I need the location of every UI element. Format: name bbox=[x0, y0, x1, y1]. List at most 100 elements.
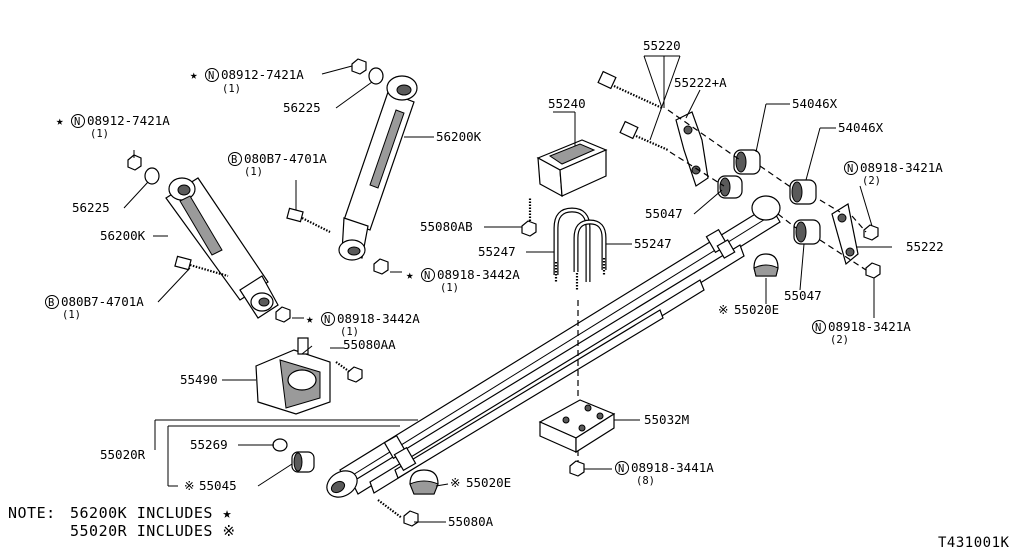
bumper-55020e-right bbox=[753, 253, 779, 277]
label-55490: 55490 bbox=[180, 372, 218, 387]
circled-n-letter: N bbox=[424, 270, 430, 282]
circled-n-icon bbox=[421, 268, 435, 282]
label-080b7-top-qty: (1) bbox=[244, 166, 263, 178]
label-08918-3442-left: 08918-3442A bbox=[337, 311, 420, 326]
label-55220: 55220 bbox=[643, 38, 681, 53]
u-bolt-55247-right bbox=[573, 219, 607, 276]
circled-n-letter: N bbox=[847, 163, 853, 175]
assembly-line-mid bbox=[669, 151, 725, 187]
assembly-line-right4 bbox=[819, 239, 867, 271]
bolt-080b7-left bbox=[174, 255, 229, 278]
label-55222: 55222 bbox=[906, 239, 944, 254]
bushing-55047-right bbox=[793, 219, 821, 245]
circled-n-icon bbox=[812, 320, 826, 334]
label-08918-3421-bottom: 08918-3421A bbox=[828, 319, 911, 334]
label-08918-3421-top: 08918-3421A bbox=[860, 160, 943, 175]
label-08918-3441-qty: (8) bbox=[636, 475, 655, 487]
bolt-55080ab bbox=[521, 198, 537, 237]
label-08912-top-qty: (1) bbox=[222, 83, 241, 95]
note-line-1: 56200K INCLUDES ★ bbox=[70, 504, 232, 522]
assembly-line-right1 bbox=[759, 165, 793, 189]
nut-08912-top bbox=[351, 58, 367, 75]
note-mark: ※ bbox=[450, 475, 460, 490]
label-080b7-left-qty: (1) bbox=[62, 309, 81, 321]
circled-n-letter: N bbox=[208, 70, 214, 82]
nut-08918-3442-top bbox=[373, 258, 389, 275]
nut-08918-3442-left bbox=[275, 306, 291, 323]
label-08918-3421-bottom-qty: (2) bbox=[830, 334, 849, 346]
label-54046x-right: 54046X bbox=[838, 120, 884, 135]
label-56225-left: 56225 bbox=[72, 200, 110, 215]
circled-n-icon bbox=[71, 114, 85, 128]
label-08912-top: 08912-7421A bbox=[221, 67, 304, 82]
circled-n-icon bbox=[321, 312, 335, 326]
bolt-080b7-top bbox=[286, 207, 331, 233]
star-mark: ★ bbox=[56, 113, 64, 128]
label-55080ab: 55080AB bbox=[420, 219, 473, 234]
label-55032m: 55032M bbox=[644, 412, 689, 427]
leader-lines bbox=[123, 55, 892, 523]
spring-seat-55032m bbox=[538, 399, 616, 454]
assembly-line-right2 bbox=[819, 199, 841, 213]
note-mark: ※ bbox=[184, 478, 194, 493]
bump-stop-bracket-55240 bbox=[536, 139, 608, 198]
label-55020e-right: 55020E bbox=[734, 302, 779, 317]
bushing-54046x-right bbox=[789, 179, 817, 205]
bolt-55080a bbox=[377, 499, 419, 527]
label-55080aa: 55080AA bbox=[343, 337, 396, 352]
label-56200k-top: 56200K bbox=[436, 129, 482, 144]
label-08912-left-qty: (1) bbox=[90, 128, 109, 140]
label-56200k-left: 56200K bbox=[100, 228, 146, 243]
circled-b-letter: B bbox=[48, 297, 54, 309]
label-08918-3442-top-qty: (1) bbox=[440, 282, 459, 294]
assembly-line-right5 bbox=[851, 215, 867, 233]
label-55247-left: 55247 bbox=[478, 244, 516, 259]
label-55020e-bottom: 55020E bbox=[466, 475, 511, 490]
label-55080a: 55080A bbox=[448, 514, 494, 529]
label-08918-3421-top-qty: (2) bbox=[862, 175, 881, 187]
label-08918-3441: 08918-3441A bbox=[631, 460, 714, 475]
bushing-54046x-top bbox=[733, 149, 761, 175]
shackle-plate-55222 bbox=[831, 203, 859, 266]
circled-n-letter: N bbox=[618, 463, 624, 475]
label-080b7-top: 080B7-4701A bbox=[244, 151, 327, 166]
circled-n-letter: N bbox=[815, 322, 821, 334]
shock-absorber-left bbox=[165, 177, 279, 319]
nut-08918-3421-bottom bbox=[865, 262, 881, 279]
bushing-55047-left bbox=[717, 175, 743, 199]
label-08918-3442-left-qty: (1) bbox=[340, 326, 359, 338]
nut-08918-3441 bbox=[569, 460, 585, 477]
nut-55269 bbox=[272, 438, 288, 452]
washer-56225-top bbox=[368, 67, 384, 85]
label-54046x-top: 54046X bbox=[792, 96, 838, 111]
assembly-line-right3 bbox=[777, 213, 797, 229]
shock-absorber-top bbox=[338, 75, 418, 261]
label-55222a: 55222+A bbox=[674, 75, 727, 90]
shackle-bolts-55220 bbox=[597, 70, 669, 152]
circled-n-icon bbox=[205, 68, 219, 82]
label-56225-top: 56225 bbox=[283, 100, 321, 115]
assembly-line-upper bbox=[667, 109, 741, 161]
label-55047-left: 55047 bbox=[645, 206, 683, 221]
bushing-55045 bbox=[291, 451, 315, 473]
label-08918-3442-top: 08918-3442A bbox=[437, 267, 520, 282]
shackle-plate-55222a bbox=[675, 111, 709, 187]
note-line-2: 55020R INCLUDES ※ bbox=[70, 522, 236, 540]
circled-n-letter: N bbox=[324, 314, 330, 326]
circled-n-icon bbox=[615, 461, 629, 475]
diagram-code: T431001K bbox=[938, 535, 1010, 551]
star-mark: ★ bbox=[190, 67, 198, 82]
circled-b-icon bbox=[45, 295, 59, 309]
label-55045: 55045 bbox=[199, 478, 237, 493]
star-mark: ★ bbox=[306, 311, 314, 326]
circled-n-letter: N bbox=[74, 116, 80, 128]
washer-56225-left bbox=[144, 167, 160, 185]
bolt-55080aa bbox=[335, 361, 363, 383]
bumper-55020e-bottom bbox=[409, 469, 439, 495]
label-55240: 55240 bbox=[548, 96, 586, 111]
nut-08918-3421-top bbox=[863, 224, 879, 241]
circled-n-icon bbox=[844, 161, 858, 175]
leaf-spring-55020r bbox=[326, 195, 781, 498]
note-mark: ※ bbox=[718, 302, 728, 317]
